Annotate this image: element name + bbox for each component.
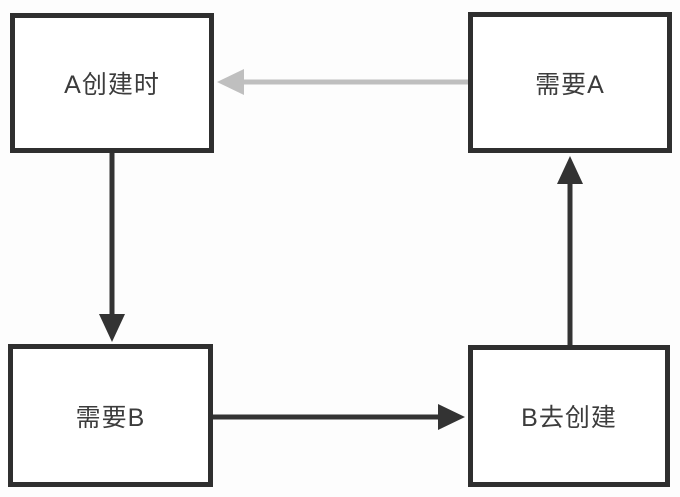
node-need-b: 需要B [8, 344, 213, 487]
node-need-a-label: 需要A [535, 70, 605, 99]
node-need-b-label: 需要B [75, 403, 146, 432]
arrowhead-up-icon [557, 156, 583, 184]
arrow-need-b-to-b-create [213, 404, 465, 430]
arrow-a-create-to-need-b [99, 153, 125, 342]
node-b-create-label: B去创建 [521, 404, 617, 432]
node-a-create-label: A创建时 [64, 71, 160, 99]
node-a-create: A创建时 [10, 13, 214, 153]
arrowhead-down-icon [99, 314, 125, 342]
arrowhead-right-icon [438, 404, 465, 430]
arrow-need-a-to-a-create [217, 69, 468, 95]
arrow-b-create-to-need-a [557, 156, 583, 345]
node-need-a: 需要A [468, 12, 672, 153]
arrowhead-left-icon [217, 69, 244, 95]
node-b-create: B去创建 [468, 345, 670, 487]
